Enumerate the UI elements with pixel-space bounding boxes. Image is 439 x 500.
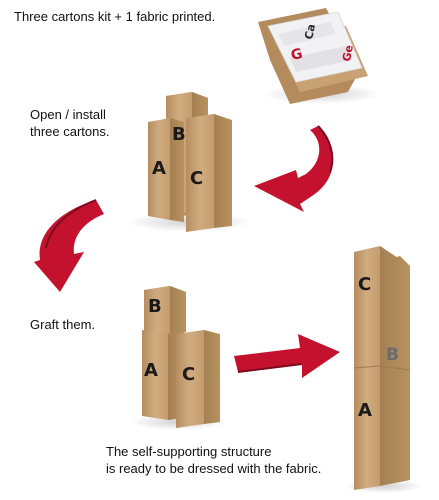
fabric-logo-fragment-1: Ca [302, 23, 318, 41]
tower-label-b: B [386, 345, 399, 365]
step-graft-caption: Graft them. [30, 317, 96, 332]
arrow-kit-to-cartons [254, 125, 334, 212]
tower-label-c: C [358, 274, 371, 295]
arrow-graft-to-tower [234, 334, 340, 378]
fabric-logo-letter: G [290, 46, 305, 64]
step-result-caption-line1: The self-supporting structure [106, 444, 272, 459]
step-result-caption-line2: is ready to be dressed with the fabric. [106, 461, 322, 476]
step-open-caption-line2: three cartons. [30, 124, 110, 139]
fabric-logo-fragment-2: Ge [340, 44, 356, 63]
printed-fabric: G Ca Ge [267, 11, 363, 83]
three-cartons-illustration: B A C [128, 92, 252, 232]
carton-label-b: B [172, 124, 186, 145]
grafted-label-b: B [148, 296, 162, 317]
kit-illustration: G Ca Ge [258, 8, 380, 104]
step-open-caption-line1: Open / install [30, 107, 106, 122]
grafted-label-c: C [182, 364, 195, 385]
tower-label-a: A [358, 400, 372, 421]
tower-illustration: C B A [344, 246, 424, 493]
grafted-label-a: A [144, 360, 158, 381]
step-kit-caption: Three cartons kit + 1 fabric printed. [14, 9, 216, 24]
carton-label-c: C [190, 168, 203, 189]
carton-label-a: A [152, 158, 166, 179]
arrow-cartons-to-graft [34, 199, 104, 292]
grafted-cartons-illustration: B A C [130, 286, 226, 430]
